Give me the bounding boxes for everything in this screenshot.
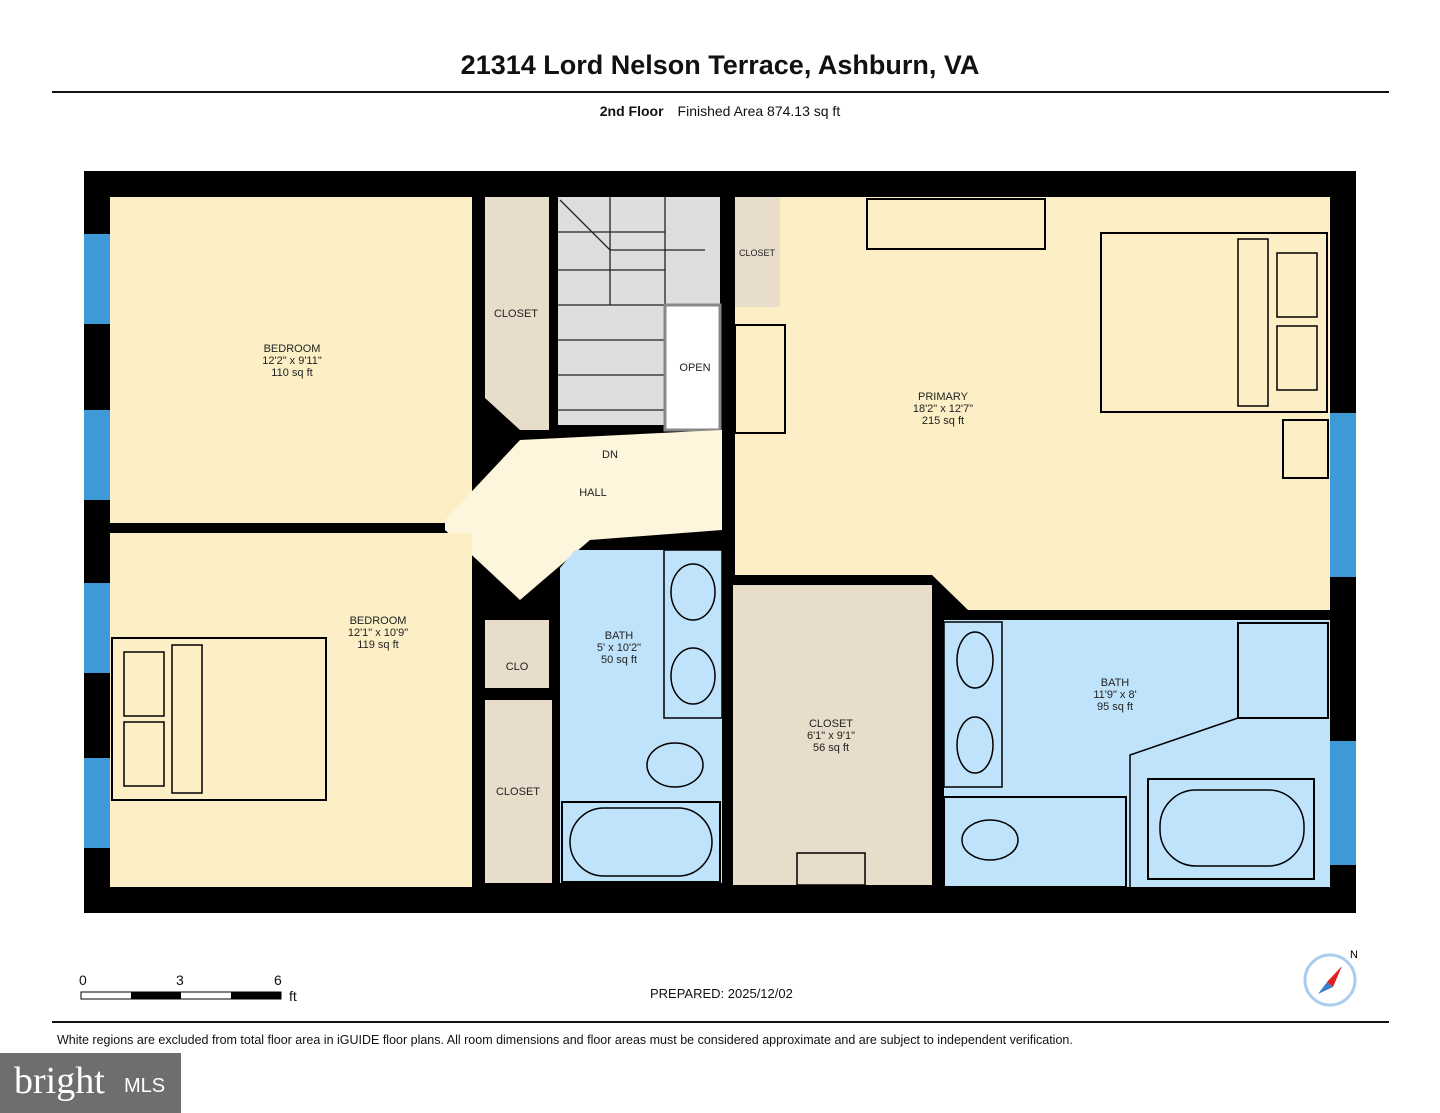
sink-icon (956, 631, 994, 689)
room-closet-2 (735, 197, 780, 307)
svg-text:HALL: HALL (579, 487, 607, 499)
room-closet-walkin (733, 585, 932, 885)
room-primary (735, 197, 1330, 610)
toilet-icon (646, 742, 704, 788)
scale-tick-3: 3 (176, 972, 184, 988)
svg-text:BATH: BATH (605, 630, 634, 642)
svg-text:PRIMARY: PRIMARY (918, 391, 969, 403)
room-bedroom-1 (110, 197, 472, 523)
svg-text:18'2" x 12'7": 18'2" x 12'7" (913, 403, 973, 415)
desk (866, 198, 1046, 250)
page-title: 21314 Lord Nelson Terrace, Ashburn, VA (460, 50, 980, 80)
shower-icon (1237, 622, 1329, 719)
svg-text:119 sq ft: 119 sq ft (357, 639, 398, 651)
room-closet-3 (485, 700, 552, 883)
svg-text:BATH: BATH (1101, 677, 1130, 689)
open-to-below (663, 303, 722, 432)
stair-lines (558, 197, 720, 411)
room-bath-1 (560, 550, 722, 883)
divider (52, 91, 1389, 93)
svg-text:56 sq ft: 56 sq ft (813, 742, 849, 754)
svg-text:6'1" x 9'1": 6'1" x 9'1" (807, 730, 855, 742)
floor-name: 2nd Floor (599, 103, 664, 119)
sink-icon (670, 647, 716, 705)
floor-subtitle: 2nd Floor Finished Area 874.13 sq ft (0, 103, 1440, 119)
bathtub-icon (561, 801, 721, 883)
room-hall (445, 430, 722, 600)
divider (52, 1021, 1389, 1023)
svg-text:CLOSET: CLOSET (494, 308, 538, 320)
scale-unit: ft (289, 988, 297, 1004)
svg-text:BEDROOM: BEDROOM (264, 343, 321, 355)
prepared-date: PREPARED: 2025/12/02 (650, 986, 793, 1001)
bed-primary (1100, 232, 1328, 413)
scale-tick-0: 0 (79, 972, 87, 988)
svg-text:5' x 10'2": 5' x 10'2" (597, 642, 641, 654)
svg-text:BEDROOM: BEDROOM (350, 615, 407, 627)
svg-text:12'1" x 10'9": 12'1" x 10'9" (348, 627, 408, 639)
svg-text:110 sq ft: 110 sq ft (271, 367, 312, 379)
compass-icon: N (1303, 949, 1358, 1007)
sink-icon (956, 716, 994, 774)
nightstand (1282, 419, 1329, 479)
room-bedroom-2 (110, 533, 472, 887)
vanity (663, 549, 723, 719)
room-closet-1 (485, 197, 549, 430)
svg-text:DN: DN (602, 449, 618, 461)
room-clo (485, 620, 549, 688)
svg-text:215 sq ft: 215 sq ft (922, 415, 964, 427)
svg-text:OPEN: OPEN (679, 362, 710, 374)
dresser (734, 324, 786, 434)
scale-bar (80, 991, 282, 1000)
bed-bedroom-2 (111, 637, 327, 801)
disclaimer: White regions are excluded from total fl… (57, 1033, 1073, 1047)
sink-icon (670, 563, 716, 621)
svg-text:11'9" x 8': 11'9" x 8' (1093, 689, 1136, 701)
vanity-2 (943, 621, 1003, 788)
svg-text:95 sq ft: 95 sq ft (1097, 701, 1133, 713)
windows (84, 234, 1356, 865)
svg-text:CLOSET: CLOSET (809, 718, 853, 730)
finished-area: Finished Area 874.13 sq ft (677, 103, 841, 119)
svg-text:50 sq ft: 50 sq ft (601, 654, 637, 666)
svg-text:N: N (1350, 949, 1358, 961)
svg-text:12'2" x 9'11": 12'2" x 9'11" (262, 355, 322, 367)
scale-tick-6: 6 (274, 972, 282, 988)
svg-text:CLOSET: CLOSET (496, 786, 540, 798)
svg-text:CLOSET: CLOSET (739, 248, 776, 258)
toilet-icon (961, 819, 1019, 861)
svg-text:CLO: CLO (506, 661, 529, 673)
bathtub-icon (1147, 778, 1315, 880)
